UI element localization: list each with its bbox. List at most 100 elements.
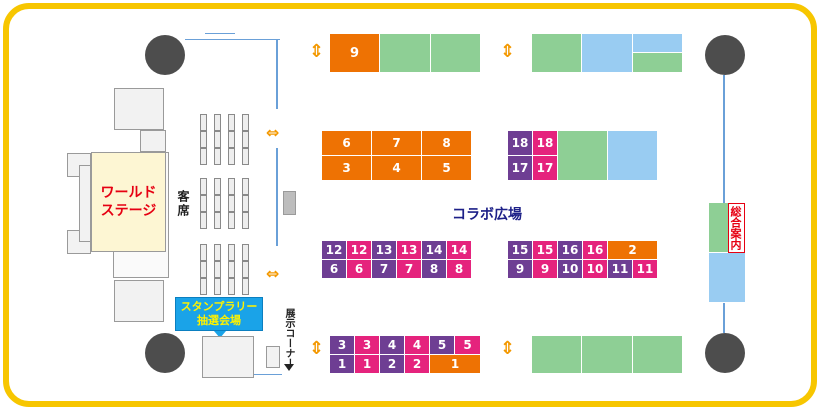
audience-chair — [200, 131, 207, 148]
booth-2: 2 — [405, 355, 430, 374]
booth-13: 13 — [397, 241, 422, 260]
audience-chair — [200, 261, 207, 278]
stamp-rally-pointer — [214, 331, 226, 338]
booth-7: 7 — [372, 131, 422, 156]
arrow-horizontal-upper: ⇔ — [266, 123, 280, 142]
booth-15: 15 — [508, 241, 533, 260]
audience-chair — [214, 278, 221, 295]
booth-green — [633, 336, 683, 374]
booth-8: 8 — [422, 131, 472, 156]
plaza-label: コラボ広場 — [452, 207, 522, 223]
wire-top — [185, 39, 280, 40]
audience-chair — [228, 178, 235, 195]
audience-chair — [200, 178, 207, 195]
arrow-horizontal-lower: ⇔ — [266, 264, 280, 283]
booth-11: 11 — [608, 260, 633, 279]
booth-4: 4 — [372, 156, 422, 181]
audience-chair — [214, 148, 221, 165]
audience-chair — [228, 244, 235, 261]
booth-4: 4 — [380, 336, 405, 355]
booth-green — [380, 34, 431, 73]
booth-16: 16 — [583, 241, 608, 260]
audience-chair — [200, 148, 207, 165]
stage-wall — [79, 165, 91, 242]
booth-18: 18 — [508, 131, 533, 156]
audience-chair — [228, 195, 235, 212]
wire-left-vertical2 — [276, 148, 278, 246]
stamp-rally-tent — [202, 336, 254, 378]
booth-1: 1 — [330, 355, 355, 374]
booth-16: 16 — [558, 241, 583, 260]
booth-17: 17 — [533, 156, 558, 181]
info-desk-label: 総合案内 — [728, 203, 745, 253]
booth-green — [431, 34, 481, 73]
booth-13: 13 — [372, 241, 397, 260]
booth-12: 12 — [322, 241, 347, 260]
booth-10: 10 — [558, 260, 583, 279]
arrow-vertical-bottom-left: ⇕ — [309, 338, 325, 359]
audience-chair — [228, 148, 235, 165]
booth-5: 5 — [430, 336, 455, 355]
exhibit-corner-label: 展示コーナー — [283, 308, 294, 368]
info-blue — [709, 253, 746, 303]
audience-chair — [214, 131, 221, 148]
audience-chair — [214, 212, 221, 229]
booth-1: 1 — [430, 355, 481, 374]
booth-14: 14 — [422, 241, 447, 260]
stamp-rally-label: スタンプラリー 抽選会場 — [180, 300, 258, 327]
booth-7: 7 — [372, 260, 397, 279]
audience-chair — [228, 261, 235, 278]
pillar-bottom-left — [145, 333, 185, 373]
audience-chair — [242, 131, 249, 148]
booth-green — [633, 53, 683, 73]
pillar-top-left — [145, 35, 185, 75]
audience-chair — [214, 114, 221, 131]
audience-chair — [200, 114, 207, 131]
audience-chair — [200, 195, 207, 212]
booth-blue — [608, 131, 658, 181]
booth-6: 6 — [322, 260, 347, 279]
audience-chair — [200, 212, 207, 229]
booth-15: 15 — [533, 241, 558, 260]
booth-7: 7 — [397, 260, 422, 279]
booth-11: 11 — [633, 260, 658, 279]
booth-3: 3 — [322, 156, 372, 181]
stamp-rally-table — [266, 346, 280, 368]
booth-5: 5 — [422, 156, 472, 181]
booth-2: 2 — [380, 355, 405, 374]
audience-chair — [228, 114, 235, 131]
booth-green — [532, 336, 582, 374]
arrow-vertical-top-right: ⇕ — [500, 41, 516, 62]
audience-chair — [214, 178, 221, 195]
booth-4: 4 — [405, 336, 430, 355]
booth-1: 1 — [355, 355, 380, 374]
audience-chair — [214, 261, 221, 278]
tent-bottom — [114, 280, 164, 322]
booth-green — [558, 131, 608, 181]
booth-6: 6 — [322, 131, 372, 156]
audience-chair — [242, 212, 249, 229]
booth-18: 18 — [533, 131, 558, 156]
stage-step-top — [140, 130, 166, 152]
audience-label: 客席 — [176, 190, 190, 218]
booth-blue — [582, 34, 633, 73]
audience-chair — [214, 244, 221, 261]
world-stage: ワールド ステージ — [91, 152, 166, 252]
audience-chair — [242, 244, 249, 261]
booth-2: 2 — [608, 241, 658, 260]
booth-green — [532, 34, 582, 73]
arrow-vertical-top-left: ⇕ — [309, 41, 325, 62]
booth-3: 3 — [355, 336, 380, 355]
booth-9: 9 — [508, 260, 533, 279]
audience-chair — [242, 261, 249, 278]
audience-chair — [242, 195, 249, 212]
booth-blue — [633, 34, 683, 53]
audience-chair — [242, 148, 249, 165]
audience-chair — [242, 178, 249, 195]
booth-5: 5 — [455, 336, 481, 355]
wire-top2 — [205, 33, 235, 34]
arrow-vertical-bottom-right: ⇕ — [500, 338, 516, 359]
pillar-bottom-right — [705, 333, 745, 373]
audience-chair — [200, 244, 207, 261]
